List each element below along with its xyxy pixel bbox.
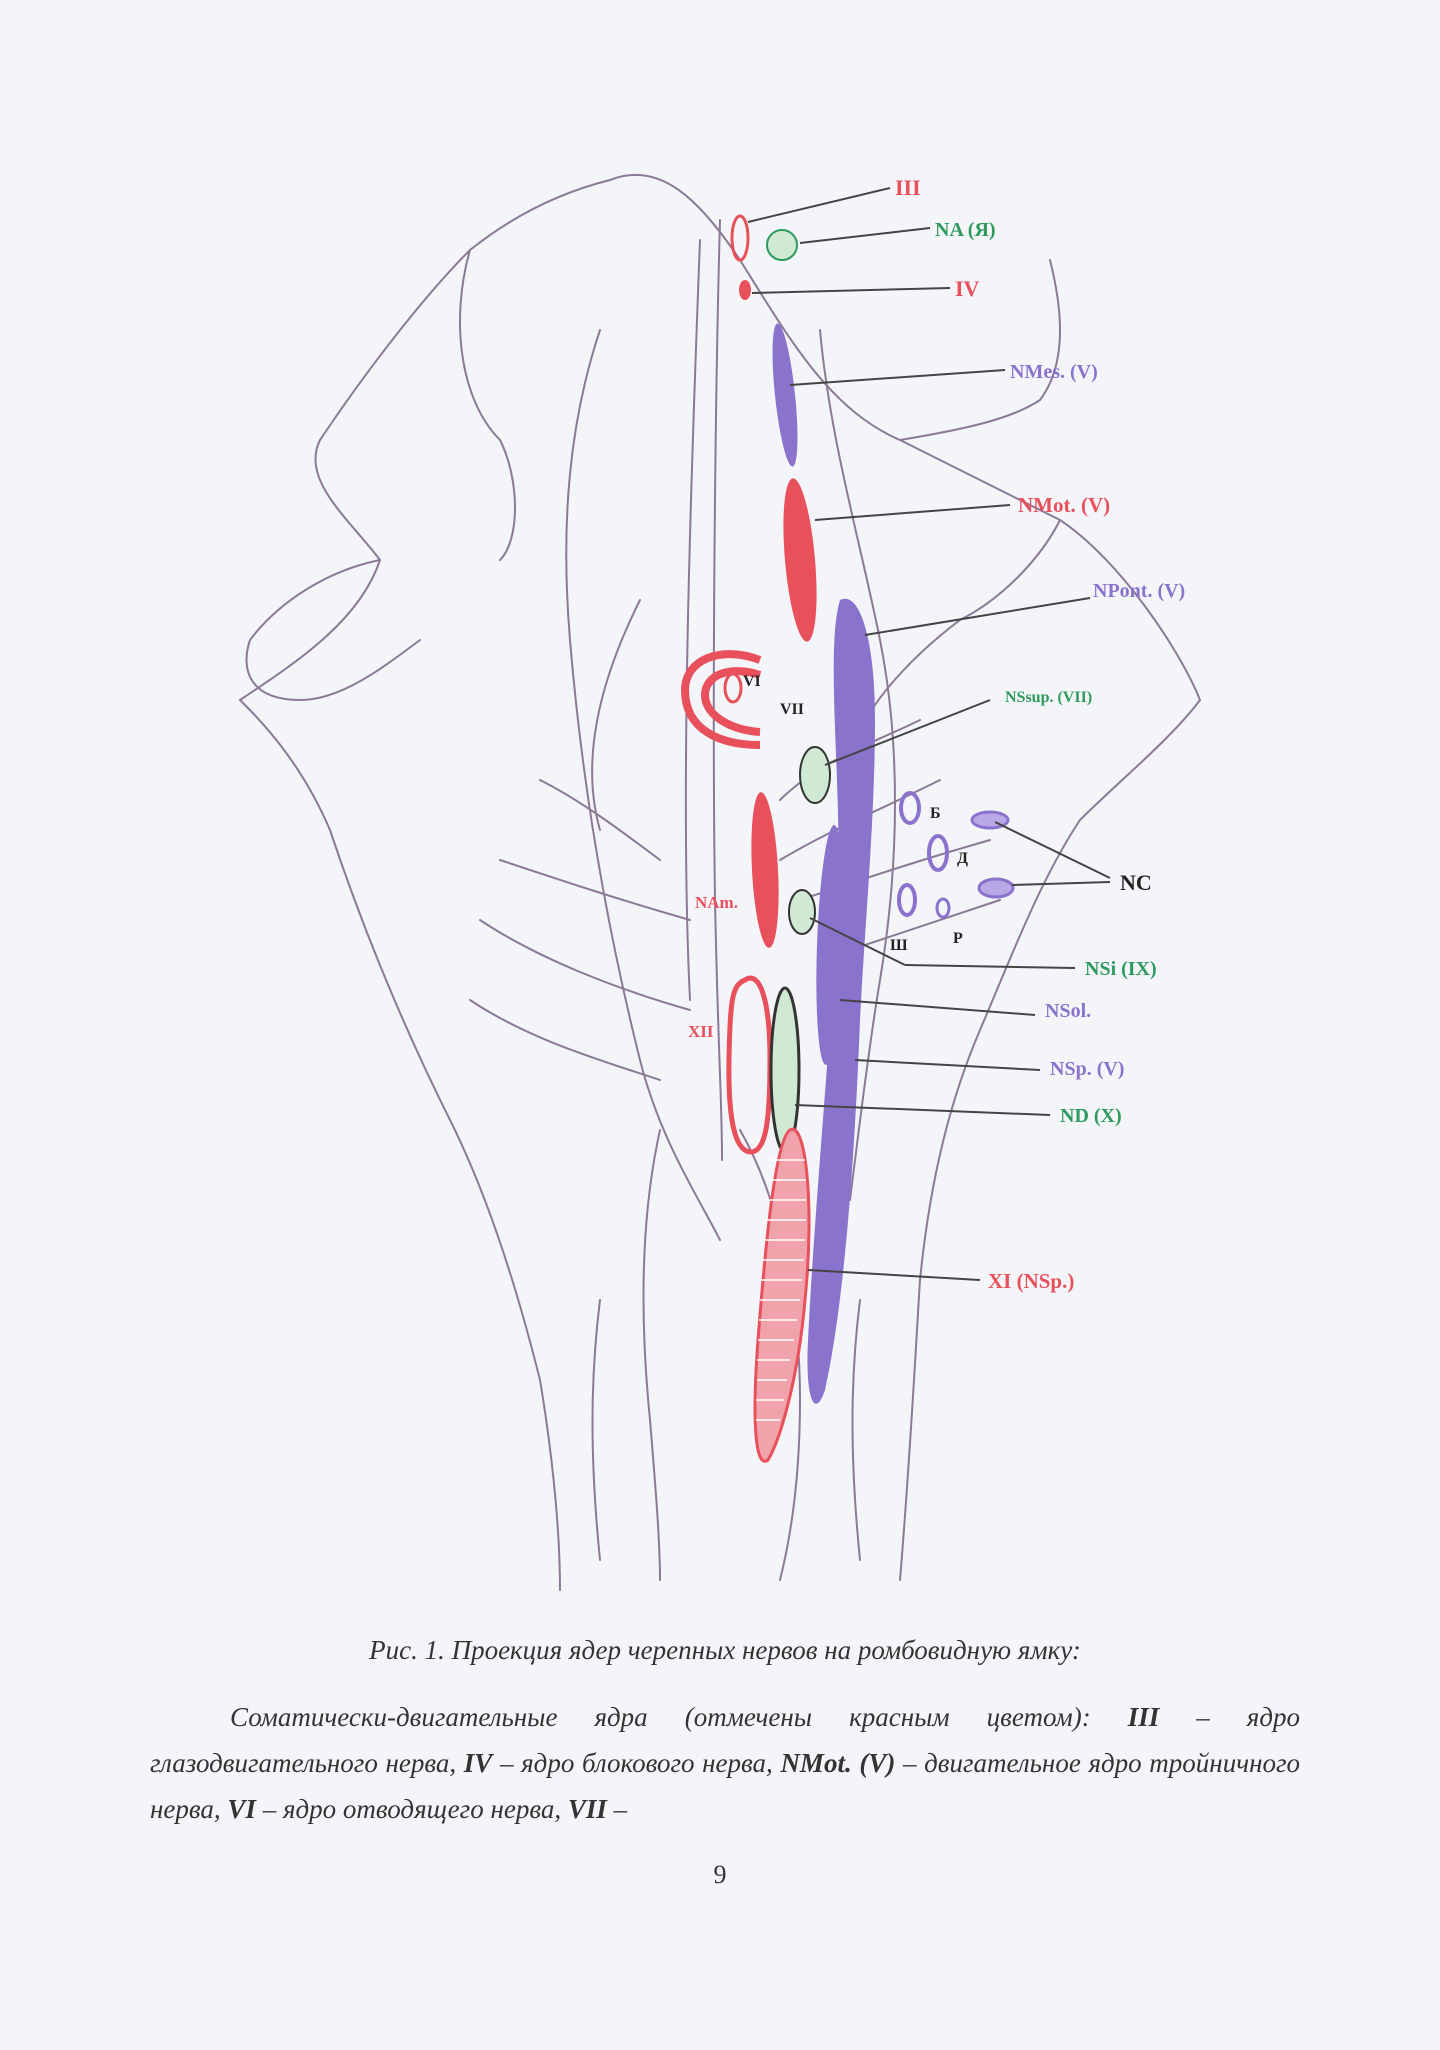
label-NMot: NMot. (V) bbox=[1018, 493, 1110, 517]
label-VII: VII bbox=[780, 701, 804, 718]
label-P: Р bbox=[953, 930, 963, 947]
leader-lines bbox=[747, 187, 1111, 1281]
nucleus-NC-4 bbox=[977, 877, 1015, 899]
label-NC: NC bbox=[1120, 870, 1152, 895]
label-NA: NA (Я) bbox=[935, 219, 996, 241]
nucleus-NSi bbox=[788, 889, 816, 935]
label-IV: IV bbox=[955, 276, 980, 301]
caption-body: Соматически-двигательные ядра (отмечены … bbox=[150, 1702, 1301, 1824]
nucleus-NMot bbox=[783, 478, 817, 642]
nucleus-NSol bbox=[816, 825, 844, 1065]
label-D: Д bbox=[957, 850, 968, 867]
label-B: Б bbox=[930, 805, 941, 822]
nucleus-NA bbox=[766, 229, 798, 261]
label-NSi: NSi (IX) bbox=[1085, 958, 1157, 980]
nucleus-XI bbox=[753, 1127, 811, 1463]
label-XII: XII bbox=[688, 1022, 714, 1041]
label-NSol: NSol. bbox=[1045, 1000, 1091, 1022]
nucleus-XII bbox=[726, 975, 773, 1155]
figure-labels: III NA (Я) IV NMes. (V) NMot. (V) NPont.… bbox=[688, 175, 1185, 1293]
label-NPont: NPont. (V) bbox=[1093, 580, 1185, 602]
label-NAm: NAm. bbox=[695, 893, 738, 912]
nucleus-NC-3 bbox=[927, 834, 949, 872]
nucleus-XI-stripes bbox=[756, 1159, 806, 1421]
label-ND: ND (X) bbox=[1060, 1105, 1122, 1127]
label-Sh: Ш bbox=[890, 937, 908, 954]
nucleus-NPont bbox=[807, 598, 875, 1404]
label-III: III bbox=[895, 175, 921, 200]
figure-caption: Рис. 1. Проекция ядер черепных нервов на… bbox=[150, 1635, 1300, 1859]
label-NSsup: NSsup. (VII) bbox=[1005, 689, 1092, 706]
nuclei bbox=[680, 214, 1015, 1463]
nucleus-III bbox=[730, 214, 750, 262]
cranial-nerve-nuclei-figure: III NA (Я) IV NMes. (V) NMot. (V) NPont.… bbox=[238, 173, 1202, 1591]
label-NSp: NSp. (V) bbox=[1050, 1058, 1124, 1080]
label-VI: VI bbox=[743, 673, 761, 690]
nucleus-NC-1 bbox=[899, 791, 921, 825]
nucleus-VI bbox=[723, 672, 743, 704]
page-number: 9 bbox=[713, 1860, 727, 1889]
nucleus-VII-loop bbox=[680, 650, 762, 749]
label-XI: XI (NSp.) bbox=[988, 1269, 1074, 1293]
nucleus-NMes bbox=[772, 323, 798, 467]
nucleus-NC-5 bbox=[897, 883, 917, 917]
nucleus-NSsup bbox=[799, 746, 831, 804]
nucleus-ND bbox=[769, 986, 801, 1154]
nucleus-NC-6 bbox=[935, 897, 951, 919]
nucleus-IV bbox=[739, 280, 751, 300]
label-NMes: NMes. (V) bbox=[1010, 361, 1098, 383]
caption-title: Рис. 1. Проекция ядер черепных нервов на… bbox=[369, 1635, 1081, 1665]
nucleus-NAm bbox=[751, 792, 779, 948]
brainstem-outline bbox=[238, 173, 1202, 1591]
